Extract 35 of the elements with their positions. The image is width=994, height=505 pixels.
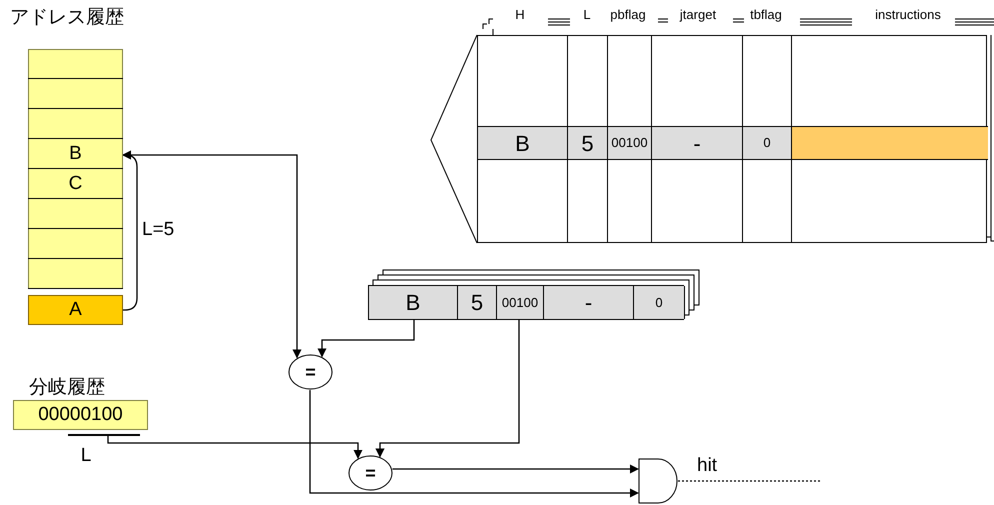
- history-heading: 分岐履歴: [29, 378, 105, 397]
- stack-entry: C: [28, 169, 123, 199]
- arrow: [317, 320, 415, 358]
- field-cell: B: [478, 127, 568, 159]
- field-cell: 5: [568, 127, 608, 159]
- field-cell: -: [544, 286, 634, 319]
- arrow: [107, 436, 363, 459]
- arrow: [392, 464, 639, 474]
- column-header: jtarget: [678, 8, 718, 21]
- field-cell: -: [652, 127, 743, 159]
- field-cell: 5: [458, 286, 497, 319]
- length-label: L: [80, 446, 92, 465]
- stack-entry: A: [28, 295, 123, 325]
- stack-heading: アドレス履歴: [10, 8, 124, 27]
- field-cell: 0: [634, 286, 685, 319]
- field-cell: 0: [743, 127, 792, 159]
- comparator: =: [348, 455, 393, 491]
- stack-entry: B: [28, 139, 123, 169]
- column-header: tbflag: [749, 8, 783, 21]
- entry-register: [368, 285, 684, 320]
- field-cell: 00100: [608, 127, 652, 159]
- arrow: [122, 150, 302, 358]
- arrow: [309, 390, 639, 498]
- field-cell: B: [369, 286, 458, 319]
- field-cell: 00100: [497, 286, 544, 319]
- table-row: [478, 126, 988, 160]
- and-gate: [638, 458, 678, 504]
- history-value: 00000100: [13, 400, 148, 430]
- column-header: pbflag: [609, 8, 647, 21]
- column-header: L: [582, 8, 592, 21]
- arrow: [375, 320, 520, 458]
- comparator: =: [288, 354, 333, 390]
- column-header: H: [514, 8, 526, 21]
- signal-line: [678, 480, 820, 482]
- column-header: instructions: [874, 8, 942, 21]
